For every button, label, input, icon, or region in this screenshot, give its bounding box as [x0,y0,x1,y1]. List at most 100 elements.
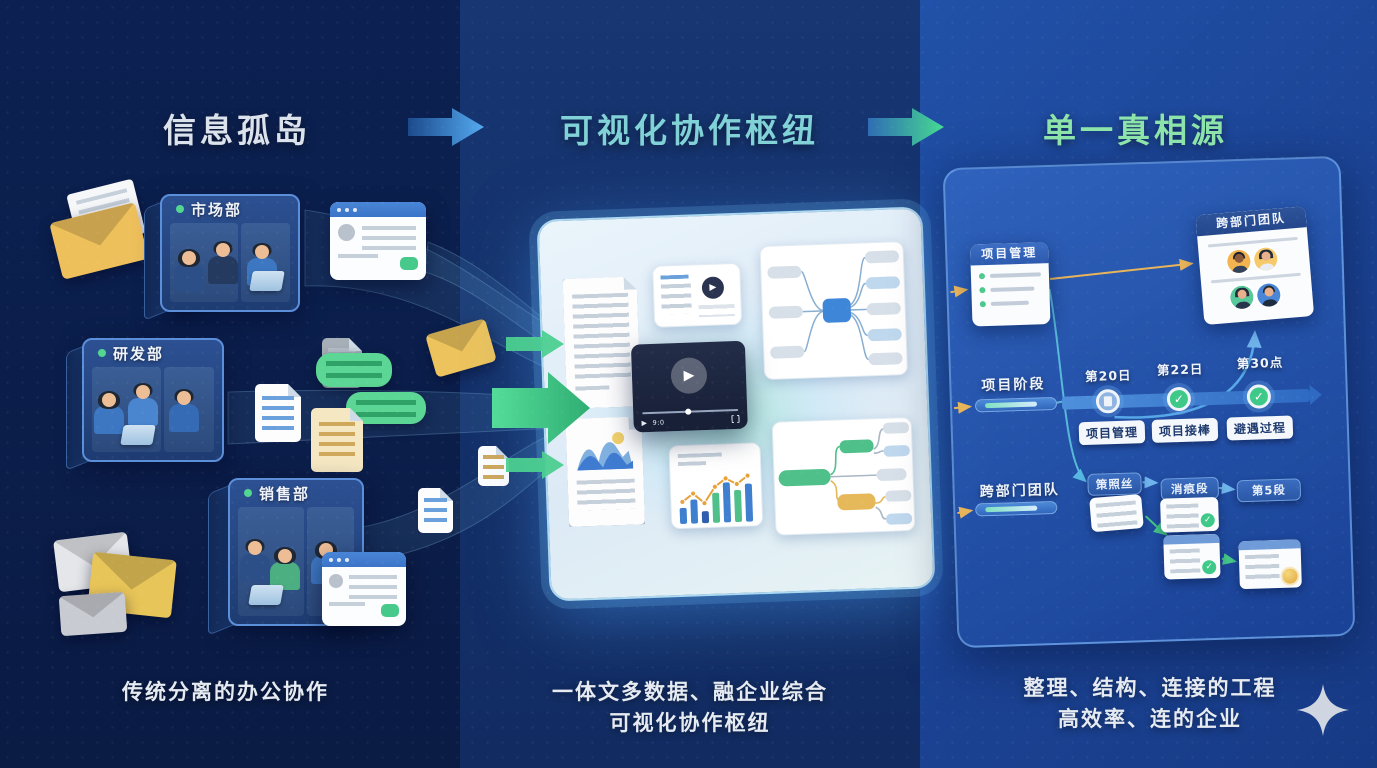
text-line [990,286,1035,292]
caption-center-line1: 一体文多数据、融企业综合 [552,680,828,704]
text-lines [262,396,294,434]
call-tile [241,223,290,302]
text-lines [349,575,397,599]
text-line [989,272,1041,278]
video-player[interactable]: ▶ ▶ 9:0 [630,340,748,433]
bar-chart-card [668,442,764,530]
fullscreen-icon[interactable] [731,415,739,423]
milestone-date: 第20日 [1084,367,1132,384]
text-lines [483,455,504,479]
person-figure [240,539,270,589]
play-button[interactable]: ▶ [670,357,708,395]
task-card: ✓ [1163,533,1221,580]
coin-badge [1282,568,1298,584]
chat-bubble-icon [381,604,399,617]
text-line [990,300,1029,306]
time-label: 9:0 [652,418,665,427]
call-tile [92,367,162,452]
text-lines [575,385,609,391]
dept-label: 销售部 [259,484,311,503]
person-figure [174,249,204,299]
envelope-gray-icon [58,591,128,637]
milestone-date: 第30点 [1236,354,1284,372]
checklist-row [979,299,1042,308]
dept-box-marketing: 市场部 [144,194,300,321]
window-dot [353,207,357,212]
text-lines [329,602,365,606]
single-source-panel: 项目管理 跨部门团队 [942,155,1356,649]
call-tile [238,507,304,616]
avatar-row [1226,246,1279,274]
window-dot [337,557,341,562]
cross-team-card: 跨部门团队 [1195,206,1315,326]
task-card [1238,539,1302,590]
milestone-doc-icon [1103,396,1113,407]
dept-header: 研发部 [84,340,222,366]
text-lines [338,254,378,258]
text-lines [577,479,636,511]
text-lines [1095,500,1138,528]
sparkle-icon [1297,684,1349,736]
text-lines [572,293,631,381]
text-lines [319,422,355,462]
mindmap-card [771,416,916,536]
video-call-screen [92,367,214,452]
progress-fill [985,505,1038,513]
avatar [338,224,355,241]
mindmap-graphic [778,422,913,525]
mindmap-graphic [767,250,903,366]
dept-label: 研发部 [113,344,165,363]
document-icon [478,446,509,486]
chat-bubble-icon [400,257,418,270]
document-icon [311,408,363,472]
phase-progress [974,396,1058,413]
card-header-strip [1238,539,1301,551]
checklist-row [979,285,1041,294]
dept-box-rnd: 研发部 [66,338,224,471]
heading-info-silo: 信息孤岛 [163,111,311,150]
laptop-icon [248,585,284,605]
status-dot [244,489,252,497]
window-titlebar [322,552,406,567]
status-dot [176,205,184,213]
text-lines [326,361,382,379]
avatar [329,574,343,588]
dept-header: 市场部 [162,196,298,222]
window-dot [345,207,349,212]
area-chart-graphic [574,429,635,471]
person-figure [128,383,158,433]
bar-chart-graphic [679,472,754,524]
check-icon: ✓ [1253,389,1265,404]
text-lines [660,274,689,280]
mindmap-card [759,241,909,381]
check-dot [978,273,986,280]
text-lines [1169,548,1201,574]
milestone-label: 项目管理 [1078,420,1146,446]
check-icon: ✓ [1173,391,1185,407]
document-icon [418,488,453,533]
progress-knob[interactable] [685,408,692,415]
play-icon[interactable]: ▶ [641,419,648,428]
laptop-icon [120,425,156,445]
note-card [1089,493,1144,533]
box-front-face: 研发部 [82,338,224,462]
avatar-row [1229,282,1282,310]
milestone-date: 第22日 [1156,361,1204,378]
window-titlebar [330,202,426,217]
caption-right-line1: 整理、结构、连接的工程 [1023,676,1277,700]
phase-label: 项目阶段 [981,376,1046,395]
text-lines [1166,503,1199,529]
avatar [1256,282,1282,308]
text-lines [1244,553,1280,584]
window-dot [345,557,349,562]
checklist-row [978,271,1041,280]
text-lines [356,400,416,417]
video-thumbnail-card: ▶ [652,262,743,328]
player-controls[interactable]: ▶ 9:0 [640,406,741,427]
milestone-label: 避遇过程 [1226,415,1294,441]
document-icon [255,384,301,442]
check-dot [979,301,986,308]
panel-document [563,276,641,409]
project-mgmt-card: 项目管理 [969,242,1051,327]
chat-window [322,552,406,626]
